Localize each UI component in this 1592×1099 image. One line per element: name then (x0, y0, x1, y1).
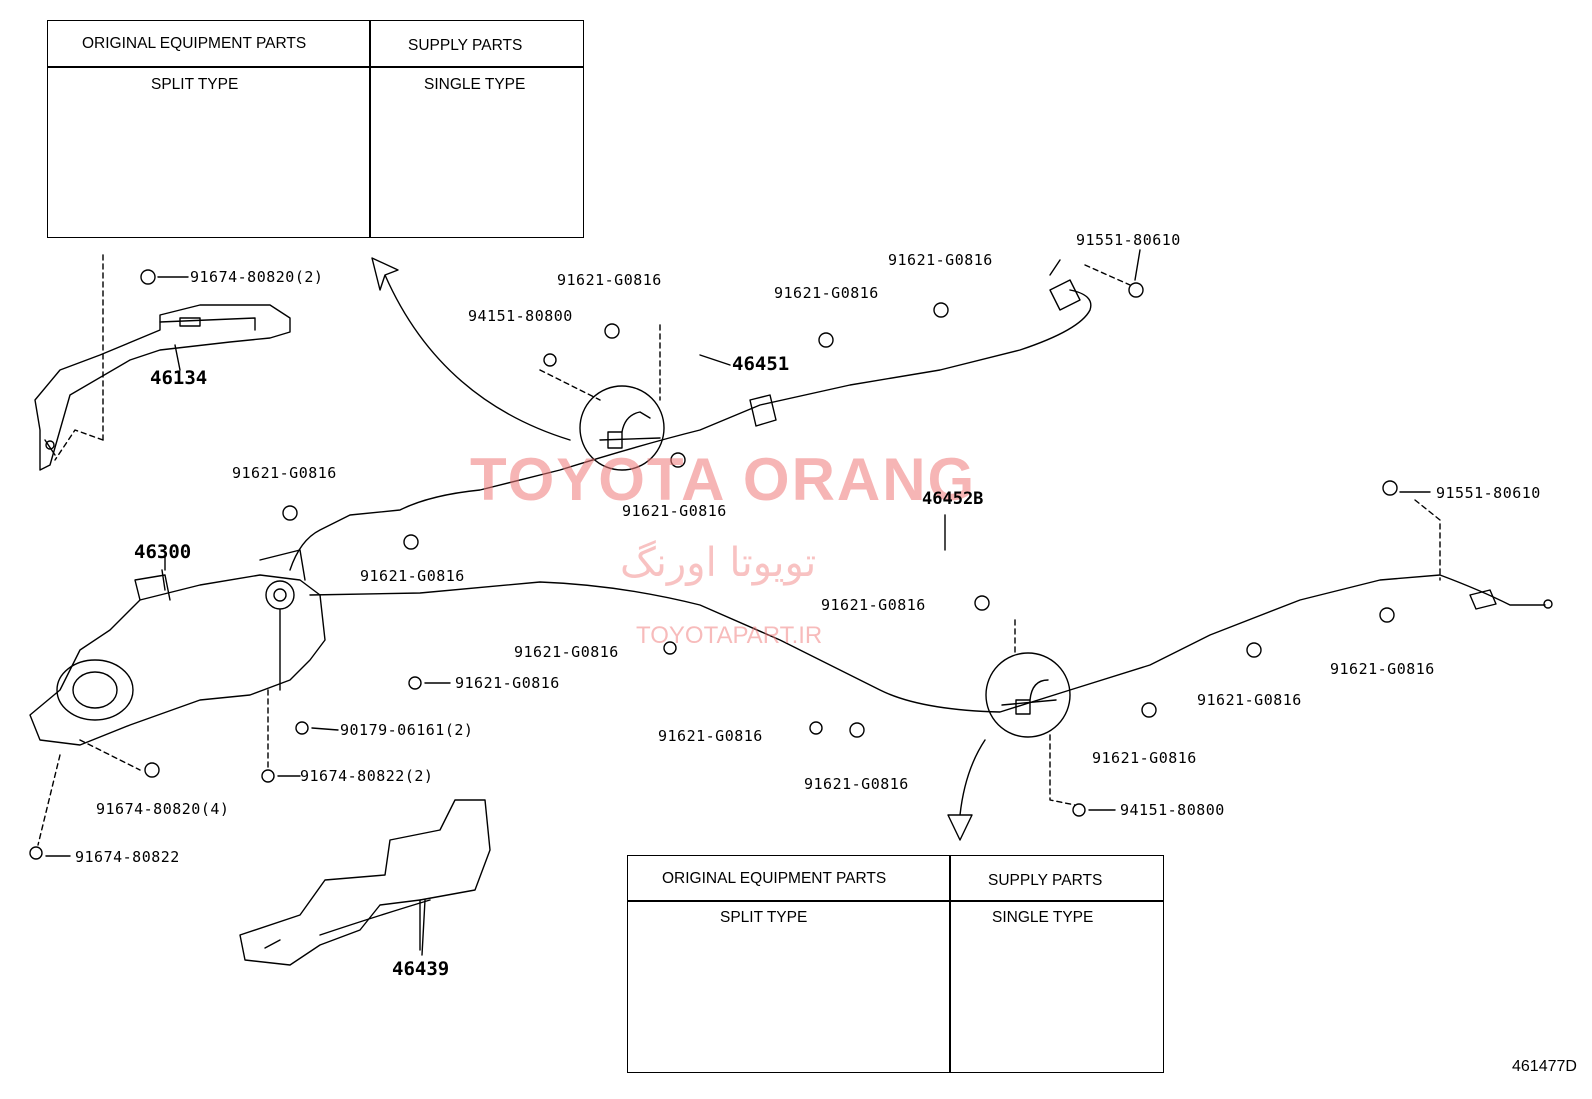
callout-91621-e: 91621-G0816 (622, 502, 727, 520)
callout-91621-b: 91621-G0816 (774, 284, 879, 302)
callout-91621-g: 91621-G0816 (821, 596, 926, 614)
upper-detail-circle (539, 324, 665, 471)
callout-91621-a: 91621-G0816 (557, 271, 662, 289)
callout-91674-80820-2: 91674-80820(2) (190, 268, 324, 286)
callout-46134: 46134 (150, 367, 208, 389)
bolt-glyphs (29, 269, 1398, 860)
bottom-table-divider-v (949, 856, 951, 1072)
top-table-divider-v (369, 21, 371, 237)
callout-91621-f: 91621-G0816 (360, 567, 465, 585)
actuator-46300-drawing (29, 549, 326, 846)
callout-46452b: 46452B (922, 489, 984, 509)
callout-46439: 46439 (392, 958, 450, 980)
figure-code: 461477D (1512, 1058, 1577, 1075)
callout-91621-n: 91621-G0816 (1330, 660, 1435, 678)
bottom-single-type-label: SINGLE TYPE (992, 909, 1094, 926)
callout-91621-c: 91621-G0816 (888, 251, 993, 269)
callout-91621-d: 91621-G0816 (232, 464, 337, 482)
callout-90179-06161-2: 90179-06161(2) (340, 721, 474, 739)
top-supply-header: SUPPLY PARTS (408, 37, 523, 54)
heat-shield-46439-drawing (239, 799, 491, 966)
top-single-type-label: SINGLE TYPE (424, 76, 526, 93)
callout-94151-80800-b: 94151-80800 (1120, 801, 1225, 819)
bracket-46134-drawing (34, 254, 291, 471)
callout-91621-k: 91621-G0816 (804, 775, 909, 793)
bottom-split-type-label: SPLIT TYPE (720, 909, 808, 926)
callout-91551-80610-b: 91551-80610 (1436, 484, 1541, 502)
callout-94151-80800-a: 94151-80800 (468, 307, 573, 325)
watermark-brand-fa: تویوتا اورنگ (620, 540, 817, 586)
callout-91621-i: 91621-G0816 (455, 674, 560, 692)
top-parts-table: ORIGINAL EQUIPMENT PARTS SUPPLY PARTS SP… (47, 20, 584, 238)
callout-91674-80822-2: 91674-80822(2) (300, 767, 434, 785)
top-table-divider-h (48, 66, 583, 68)
top-orig-header: ORIGINAL EQUIPMENT PARTS (82, 35, 307, 52)
top-split-type-label: SPLIT TYPE (151, 76, 239, 93)
bottom-supply-header: SUPPLY PARTS (988, 872, 1103, 889)
bottom-orig-header: ORIGINAL EQUIPMENT PARTS (662, 870, 887, 887)
callout-91551-80610-a: 91551-80610 (1076, 231, 1181, 249)
callout-91621-l: 91621-G0816 (1092, 749, 1197, 767)
leader-lines (45, 249, 1441, 956)
upper-cable (289, 259, 1092, 571)
watermark-site: TOYOTAPART.IR (636, 622, 823, 649)
callout-46300: 46300 (134, 541, 192, 563)
lower-detail-circle (947, 619, 1076, 841)
callout-91674-80822: 91674-80822 (75, 848, 180, 866)
bottom-table-divider-h (628, 900, 1163, 902)
lower-cable (309, 574, 1553, 713)
arrow-to-top-table (371, 257, 571, 441)
bottom-parts-table: ORIGINAL EQUIPMENT PARTS SUPPLY PARTS SP… (627, 855, 1164, 1073)
callout-91621-h: 91621-G0816 (514, 643, 619, 661)
watermark-brand: TOYOTA ORANG (470, 446, 977, 513)
callout-91621-m: 91621-G0816 (1197, 691, 1302, 709)
callout-91674-80820-4: 91674-80820(4) (96, 800, 230, 818)
callout-46451: 46451 (732, 353, 790, 375)
callout-91621-j: 91621-G0816 (658, 727, 763, 745)
